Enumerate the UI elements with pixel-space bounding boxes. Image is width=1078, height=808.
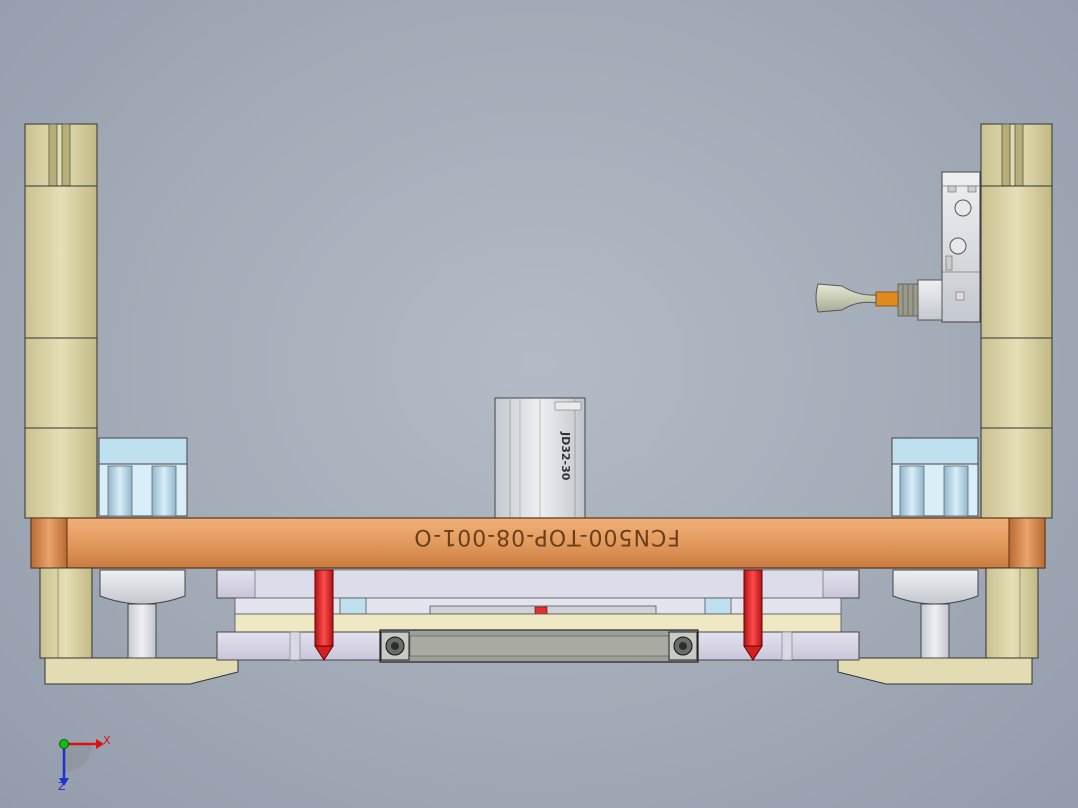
triad-x-label: X xyxy=(103,734,111,747)
left-foot-bracket[interactable] xyxy=(39,567,239,685)
left-support-post[interactable] xyxy=(99,569,186,659)
center-fixture-stack[interactable] xyxy=(216,569,860,663)
left-upright-frame[interactable] xyxy=(24,123,98,519)
locating-pin-right[interactable] xyxy=(743,569,763,661)
right-clamp-cylinder[interactable] xyxy=(891,437,979,517)
part-number-engraving: FCN500-TOP-08-001-O xyxy=(413,524,680,549)
right-foot-bracket[interactable] xyxy=(837,567,1039,685)
coordinate-triad[interactable]: X Z xyxy=(58,734,111,793)
right-upright-frame[interactable] xyxy=(980,123,1053,519)
hand-valve-assembly[interactable] xyxy=(815,171,981,323)
right-support-post[interactable] xyxy=(892,569,979,659)
left-clamp-cylinder[interactable] xyxy=(98,437,188,517)
center-air-cylinder[interactable]: JD32-30 xyxy=(494,397,586,519)
cylinder-model-label: JD32-30 xyxy=(559,431,572,481)
base-plate[interactable]: FCN500-TOP-08-001-O xyxy=(30,517,1046,569)
triad-z-label: Z xyxy=(58,780,66,793)
rail-screw-right xyxy=(668,631,698,661)
rail-screw-left xyxy=(380,631,410,661)
locating-pin-left[interactable] xyxy=(314,569,334,661)
